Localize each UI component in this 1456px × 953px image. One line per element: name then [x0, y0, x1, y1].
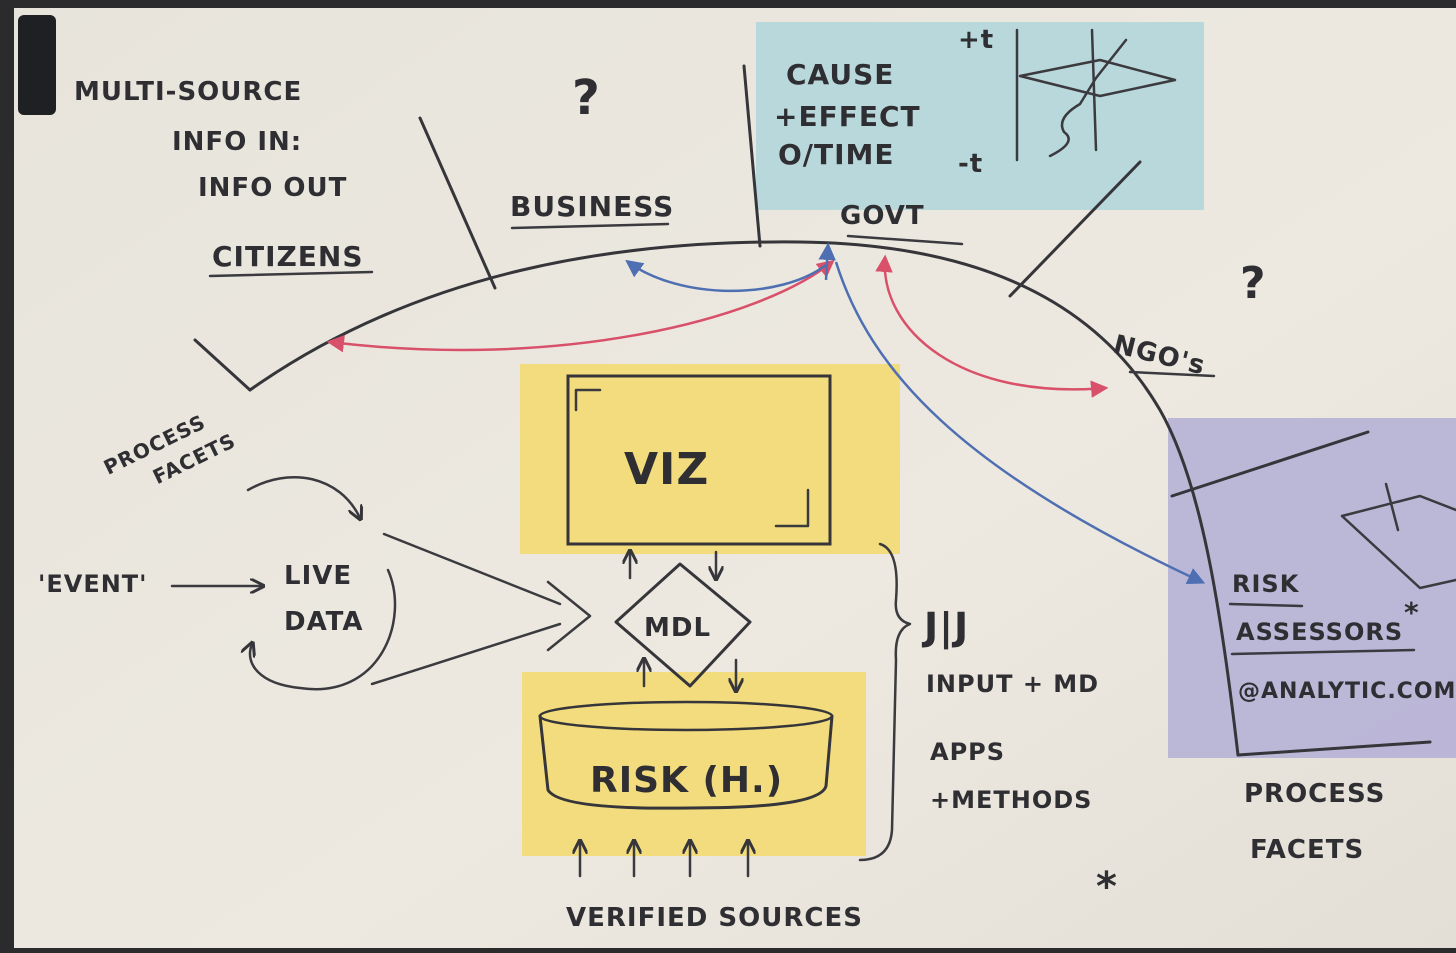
- viz-box: [566, 374, 832, 546]
- time-curve: [1048, 38, 1128, 158]
- mdl-diamond: [614, 562, 752, 688]
- funnel-top: [382, 532, 562, 606]
- label-verified-sources: VERIFIED SOURCES: [566, 903, 863, 933]
- citizens-underline: [208, 270, 374, 278]
- live-data-loop-bottom: [250, 568, 397, 691]
- assessors-underline: [1230, 648, 1416, 656]
- label-plus-t: +t: [958, 25, 994, 55]
- label-input-md: INPUT + MD: [926, 670, 1099, 698]
- risk-sketch-plane: [1340, 494, 1456, 590]
- question-mark-business: ?: [572, 70, 601, 126]
- divider-ngos-risk: [1170, 430, 1370, 498]
- label-risk-db: RISK (H.): [590, 760, 783, 801]
- blue-arrow-govt-business: [625, 259, 827, 293]
- red-arrow-govt-citizens: [326, 259, 835, 353]
- label-apps: APPS: [930, 738, 1005, 766]
- curly-brace: [858, 542, 912, 862]
- question-mark-ngos: ?: [1240, 258, 1267, 309]
- sticky-cause-effect: [756, 22, 1204, 210]
- label-facets-right: FACETS: [1250, 835, 1364, 865]
- label-data: DATA: [284, 607, 364, 637]
- divider-citizens-business: [418, 116, 497, 290]
- viz-corner-tl: [574, 388, 602, 412]
- ngos-underline: [1128, 370, 1216, 378]
- blue-arrow-up-govt: [818, 242, 836, 281]
- govt-underline: [846, 234, 964, 246]
- label-govt: GOVT: [840, 201, 925, 231]
- sticky-risk-assessors: [1168, 418, 1456, 758]
- time-plane: [1018, 58, 1177, 98]
- left-edge-tab: [18, 15, 56, 115]
- label-assessors: ASSESSORS: [1236, 618, 1403, 646]
- label-viz: VIZ: [624, 444, 709, 495]
- label-event: 'EVENT': [38, 570, 148, 598]
- divider-bottom-right: [1236, 740, 1432, 757]
- label-effect: +EFFECT: [774, 100, 921, 133]
- label-cause: CAUSE: [786, 58, 894, 91]
- label-business: BUSINESS: [510, 190, 674, 223]
- risk-underline: [1228, 602, 1304, 608]
- red-arrow-govt-ngos: [875, 254, 1109, 398]
- label-info-in: INFO IN:: [172, 127, 302, 157]
- funnel-arrowhead: [546, 580, 592, 652]
- label-analytic: @ANALYTIC.COM: [1238, 679, 1456, 704]
- risk-db-body: [538, 714, 834, 810]
- label-citizens: CITIZENS: [212, 240, 364, 273]
- label-multi-source: MULTI-SOURCE: [74, 77, 302, 107]
- business-underline: [510, 222, 670, 230]
- arc-left-tick: [193, 338, 252, 392]
- label-methods: +METHODS: [930, 786, 1092, 814]
- divider-business-govt: [742, 64, 762, 248]
- label-process-right: PROCESS: [1244, 779, 1385, 809]
- label-minus-t: -t: [958, 149, 983, 179]
- label-risk: RISK: [1232, 570, 1300, 598]
- viz-corner-br: [774, 488, 810, 528]
- blue-arrow-govt-risk: [834, 261, 1206, 585]
- asterisk-mark: *: [1096, 864, 1118, 910]
- label-live: LIVE: [284, 561, 352, 591]
- label-mdl: MDL: [644, 613, 711, 643]
- time-stem: [1090, 28, 1098, 152]
- live-data-loop-top: [246, 476, 360, 518]
- label-info-out: INFO OUT: [198, 173, 347, 203]
- funnel-bottom: [370, 622, 562, 686]
- risk-sketch-stem: [1384, 482, 1400, 532]
- sticky-viz: [520, 364, 900, 554]
- risk-star: *: [1404, 596, 1420, 629]
- label-jj: J|J: [921, 605, 969, 650]
- label-over-time: O/TIME: [778, 138, 895, 171]
